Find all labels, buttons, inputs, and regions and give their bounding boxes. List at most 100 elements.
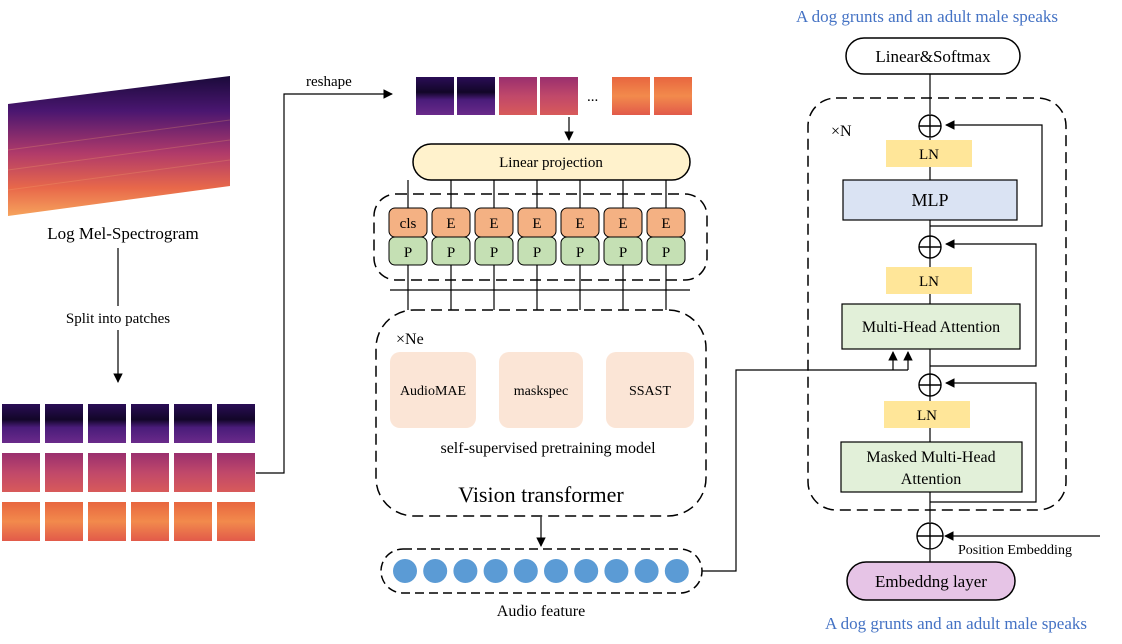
model-box-maskspec	[499, 352, 583, 428]
masked-attention-box	[840, 441, 1023, 493]
spectrogram-patch	[174, 404, 212, 443]
patch-grid	[2, 404, 255, 541]
token-group-box	[373, 193, 708, 281]
sequence-patch	[416, 77, 454, 115]
audio-feature-dot	[664, 559, 689, 583]
ln-box-3	[884, 401, 970, 428]
audio-feature-dots	[393, 559, 689, 583]
position-token	[474, 236, 514, 266]
position-token	[603, 236, 643, 266]
audio-feature-dot	[483, 559, 508, 583]
position-token-label: P	[576, 245, 584, 261]
model-label-audiomae: AudioMAE	[400, 384, 466, 399]
output-caption: A dog grunts and an adult male speaks	[796, 7, 1058, 26]
spectrogram-texture	[7, 119, 231, 191]
audio-feature-dot	[453, 559, 478, 583]
position-token	[560, 236, 600, 266]
model-box-audiomae	[390, 352, 476, 428]
multi-head-attention-box	[841, 303, 1021, 350]
spectrogram-patch	[217, 404, 255, 443]
embedding-token-label: E	[575, 216, 584, 232]
ln-label-3: LN	[917, 408, 937, 424]
reshape-label: reshape	[306, 74, 352, 90]
reshape-arrow	[256, 89, 393, 474]
spectrogram-patch	[2, 453, 40, 492]
linear-projection-label: Linear projection	[499, 155, 603, 171]
patch-sequence	[416, 77, 692, 115]
model-box-ssast	[606, 352, 694, 428]
embedding-layer-label: Embeddng layer	[875, 572, 987, 591]
spectrogram-patch	[88, 453, 126, 492]
position-token-label: P	[490, 245, 498, 261]
spectrogram-label: Log Mel-Spectrogram	[47, 224, 199, 243]
sequence-patch	[499, 77, 537, 115]
multi-head-attention-label: Multi-Head Attention	[862, 319, 1000, 336]
sequence-patch	[457, 77, 495, 115]
residual-line-3	[930, 378, 1037, 503]
linear-softmax-label: Linear&Softmax	[875, 47, 991, 66]
linear-softmax-box	[845, 37, 1021, 75]
add-icon-position	[916, 522, 944, 550]
position-token	[517, 236, 557, 266]
position-token	[388, 236, 428, 266]
add-icon-lower	[918, 373, 942, 397]
embedding-token-label: E	[618, 216, 627, 232]
embedding-token-label: E	[446, 216, 455, 232]
embedding-layer-box	[846, 561, 1016, 601]
audio-feature-label: Audio feature	[497, 603, 585, 620]
mlp-label: MLP	[911, 190, 948, 210]
add-icon-top	[918, 114, 942, 138]
audio-feature-dot	[604, 559, 629, 583]
audio-feature-dot	[544, 559, 568, 583]
ln-label-1: LN	[919, 147, 939, 163]
residual-line-1	[930, 120, 1043, 227]
model-label-maskspec: maskspec	[514, 384, 568, 399]
masked-attention-label-line2: Attention	[901, 471, 961, 488]
sequence-patch	[540, 77, 578, 115]
position-token-label: P	[662, 245, 670, 261]
ln-label-2: LN	[919, 274, 939, 290]
ln-box-2	[886, 267, 972, 294]
add-icon-middle	[918, 235, 942, 259]
model-label-ssast: SSAST	[629, 384, 671, 399]
position-token	[431, 236, 471, 266]
embedding-token-label: E	[489, 216, 498, 232]
spectrogram-patch	[45, 502, 83, 541]
spectrogram-patch	[217, 453, 255, 492]
position-token-label: P	[533, 245, 541, 261]
decoder-repeat-label: ×N	[831, 123, 852, 140]
spectrogram-patch	[217, 502, 255, 541]
audio-feature-dot	[634, 559, 659, 583]
position-embedding-label: Position Embedding	[958, 543, 1072, 558]
spectrogram-patch	[45, 404, 83, 443]
log-mel-spectrogram-image	[8, 76, 230, 216]
residual-line-2	[930, 239, 1037, 367]
embedding-token-label: E	[661, 216, 670, 232]
masked-attention-label-line1: Masked Multi-Head	[866, 449, 995, 466]
audio-feature-dot	[574, 559, 599, 583]
spectrogram-patch	[88, 502, 126, 541]
pretraining-caption: self-supervised pretraining model	[440, 440, 656, 457]
position-token-label: P	[619, 245, 627, 261]
mlp-box	[842, 179, 1018, 221]
spectrogram-patch	[2, 502, 40, 541]
spectrogram-patch	[2, 404, 40, 443]
feature-to-attention-line	[702, 369, 908, 572]
patch-ellipsis: ...	[587, 89, 598, 105]
split-label: Split into patches	[66, 311, 170, 327]
position-token	[646, 236, 686, 266]
audio-feature-dot	[393, 559, 417, 583]
vit-repeat-label: ×Ne	[396, 331, 424, 348]
ln-box-1	[886, 140, 972, 167]
spectrogram-patch	[174, 453, 212, 492]
position-token-label: P	[404, 245, 412, 261]
spectrogram-patch	[174, 502, 212, 541]
spectrogram-patch	[88, 404, 126, 443]
vision-transformer-title: Vision transformer	[458, 482, 624, 507]
audio-feature-dot	[423, 559, 448, 583]
spectrogram-patch	[131, 404, 169, 443]
sequence-patch	[654, 77, 692, 115]
spectrogram-patch	[45, 453, 83, 492]
